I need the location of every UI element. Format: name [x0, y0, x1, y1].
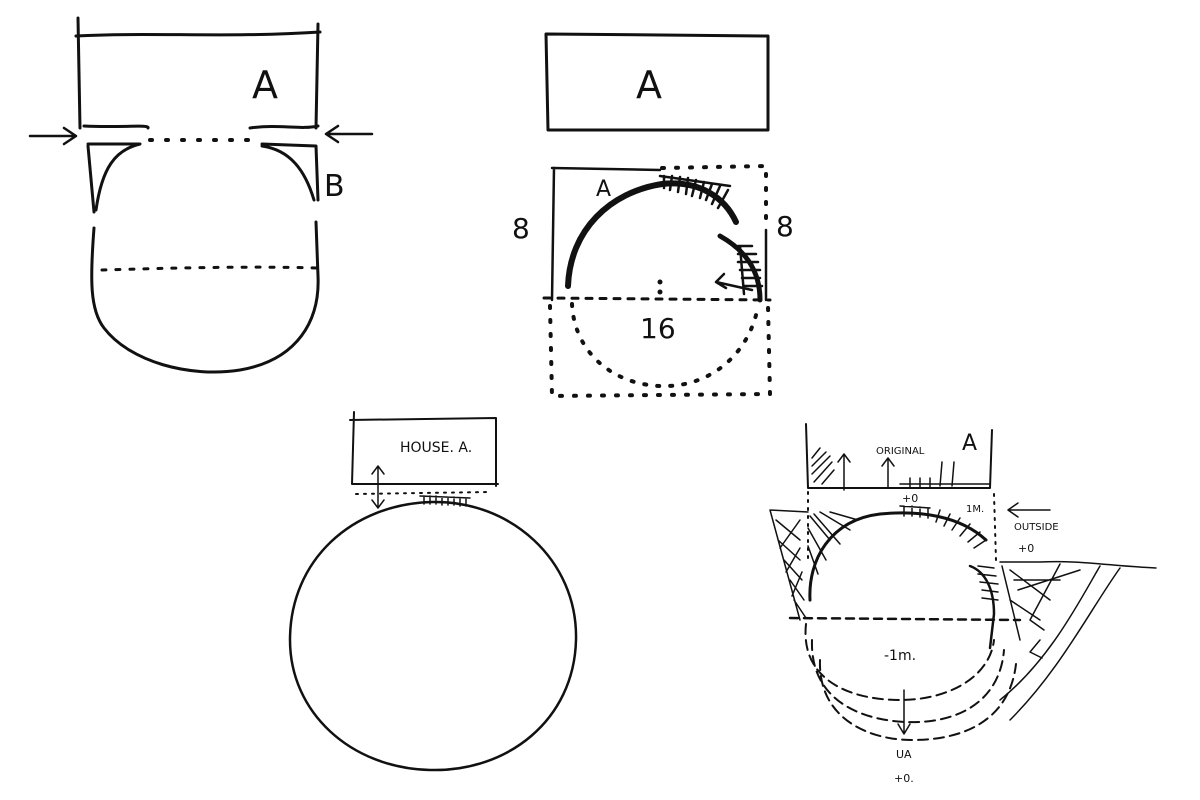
- sketch2-hatch-top: [658, 174, 732, 210]
- sketch4-right-wall: [968, 564, 996, 650]
- sketch3-updown-arrow: [371, 465, 385, 509]
- sketch2-hatch-right: [736, 244, 764, 296]
- sketch3-circle: [288, 500, 578, 772]
- sketch4-down-arrow: [897, 689, 911, 735]
- sketch4-left-terrain: [769, 509, 809, 621]
- sketch4-outside-level: +0: [1018, 542, 1034, 555]
- sketch1-left-corner: [86, 142, 142, 214]
- sketch1-center-dotted-line: [100, 265, 320, 272]
- sketch-3-house-and-circle: HOUSE. A.: [288, 411, 578, 772]
- sketch4-house-label: A: [962, 431, 977, 456]
- sketch2-bottom-dim: 16: [640, 312, 676, 345]
- sketch2-diameter-line: [542, 296, 772, 302]
- sketch1-rounded-bottom: [90, 220, 320, 374]
- sketch2-house-box: [544, 32, 770, 132]
- sketch4-left-hatch: [807, 511, 859, 575]
- sketch4-ground-line: [899, 477, 991, 489]
- sketch3-house-label: HOUSE. A.: [400, 440, 472, 456]
- sketch4-inner-level: -1m.: [884, 648, 916, 664]
- sketch2-left-dim: 8: [512, 212, 530, 245]
- sketch4-up-arrows: [837, 453, 955, 491]
- sketch2-house-label: A: [636, 63, 662, 107]
- sketch2-right-dim: 8: [776, 210, 794, 243]
- sketch4-bottom-label: UA: [896, 748, 912, 761]
- sketch1-house-box: [74, 16, 322, 130]
- sketch2-arc-thick: [565, 180, 739, 289]
- sketch4-chamber-hatch: [899, 505, 987, 549]
- sketch2-square-solid: [550, 166, 768, 302]
- sketch2-inner-label: A: [596, 177, 611, 202]
- sketch4-house-box: [805, 423, 993, 489]
- sketch4-right-wall-hatch: [977, 565, 999, 601]
- sketch1-arrow-right: [324, 124, 374, 144]
- sketch4-level-1m: 1M.: [966, 504, 984, 515]
- sketch2-lower-square-dotted: [548, 304, 772, 398]
- sketch4-section-line: [788, 616, 1022, 622]
- sketch4-outside-arrow: [1007, 502, 1051, 518]
- sketch2-lower-circle-dotted: [570, 302, 760, 389]
- sketch4-chamber-arc: [808, 511, 988, 602]
- sketch-1-house-with-gap: A B: [28, 16, 374, 374]
- sketch2-center-dot: [657, 289, 663, 295]
- sketch4-right-terrain: [999, 560, 1157, 721]
- sketch3-house-box: [349, 411, 499, 487]
- sketch3-dotted-edge: [355, 491, 491, 495]
- sketch1-house-label: A: [252, 63, 278, 107]
- sketch4-outside-label: OUTSIDE: [1014, 522, 1059, 533]
- sketch-4-section: ORIGINAL A +0 1M. OUTSIDE +0 -1m. UA +0.: [769, 423, 1157, 785]
- sketch1-right-corner: [260, 142, 320, 202]
- sketch1-gap-label: B: [324, 169, 345, 204]
- sketch4-bottom-level: +0.: [894, 772, 914, 785]
- sketch2-center-dot: [657, 279, 663, 285]
- sketch4-dotted-verticals: [807, 491, 997, 561]
- sketch4-top-label: ORIGINAL: [876, 446, 925, 457]
- sketch2-inner-arrow: [714, 272, 754, 292]
- sketch4-level-top: +0: [902, 492, 918, 505]
- sketch-2-circle-in-square: A A 8 8 16: [512, 32, 794, 398]
- sketch4-lower-dashed-3: [818, 659, 1017, 741]
- sketch4-house-hatch: [811, 447, 835, 485]
- sketch1-arrow-left: [28, 126, 78, 146]
